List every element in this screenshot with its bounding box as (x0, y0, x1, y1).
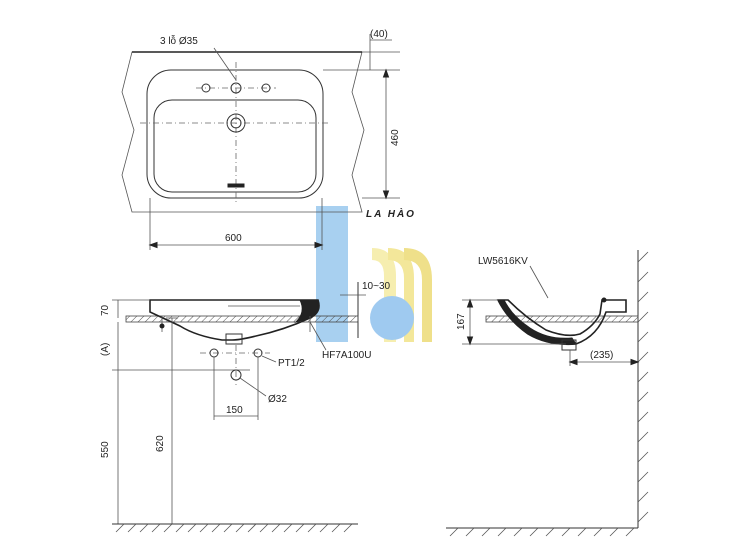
top-view: 3 lỗ Ø35 (40) 460 600 (121, 29, 401, 250)
side-wall-hatch (637, 251, 649, 523)
watermark-text: LA HÀO (366, 207, 416, 220)
depth-460-label: 460 (390, 129, 401, 146)
front-view: 10~30 70 (A) PT1/2 Ø32 HF7A100U 150 550 (100, 281, 391, 533)
holes-leader (213, 47, 237, 81)
height-550-label: 550 (100, 441, 111, 458)
front-counter (125, 315, 359, 323)
side-view: LW5616KV 167 (235) (446, 250, 649, 537)
trap-model-label: HF7A100U (322, 350, 371, 361)
drain-leader (239, 377, 267, 397)
tap-hole-right (261, 83, 271, 93)
depth-arrow-top (382, 68, 390, 78)
overflow-slot (227, 183, 245, 188)
height-167-label: 167 (456, 313, 467, 330)
depth-arrow-bottom (382, 190, 390, 200)
p235-arrow-right (630, 358, 640, 366)
counter-outline (121, 51, 365, 213)
height-a-label: (A) (100, 343, 111, 356)
width-arrow-right (314, 241, 324, 249)
h167-arrow-top (466, 298, 474, 308)
front-tap-foot-dot (159, 323, 165, 329)
holes-label: 3 lỗ Ø35 (160, 34, 198, 47)
side-model-label: LW5616KV (478, 256, 528, 267)
drain-inner (230, 117, 242, 129)
width-arrow-left (148, 241, 158, 249)
trap-leader (309, 321, 327, 351)
watermark-logo: LA HÀO (316, 206, 432, 342)
gap-label: 10~30 (362, 281, 391, 292)
front-floor-hatch (115, 523, 353, 533)
side-model-leader (529, 265, 549, 299)
basin-inner-bowl (153, 99, 317, 193)
width-600-label: 600 (225, 233, 242, 244)
offset-top-label: (40) (370, 29, 388, 40)
logo-arc-3 (404, 248, 432, 342)
tap-hole-left (201, 83, 211, 93)
projection-235-label: (235) (590, 350, 613, 361)
drain-32-label: Ø32 (268, 394, 287, 405)
height-620-label: 620 (155, 435, 166, 452)
p235-arrow-left (568, 358, 578, 366)
height-70-label: 70 (100, 304, 111, 316)
tap-hole-center (230, 82, 242, 94)
side-tap-dot (601, 297, 607, 303)
spacing-150-label: 150 (226, 405, 243, 416)
side-counter (485, 315, 639, 323)
basin-outer-rim (146, 69, 324, 199)
side-drain-pipe (561, 339, 577, 351)
side-floor-hatch (449, 527, 635, 537)
front-drain-pipe (225, 333, 243, 345)
drain-outer (226, 113, 246, 133)
h167-arrow-bottom (466, 336, 474, 346)
thread-label: PT1/2 (278, 358, 305, 369)
thread-leader (261, 355, 277, 363)
logo-circle (370, 296, 414, 340)
